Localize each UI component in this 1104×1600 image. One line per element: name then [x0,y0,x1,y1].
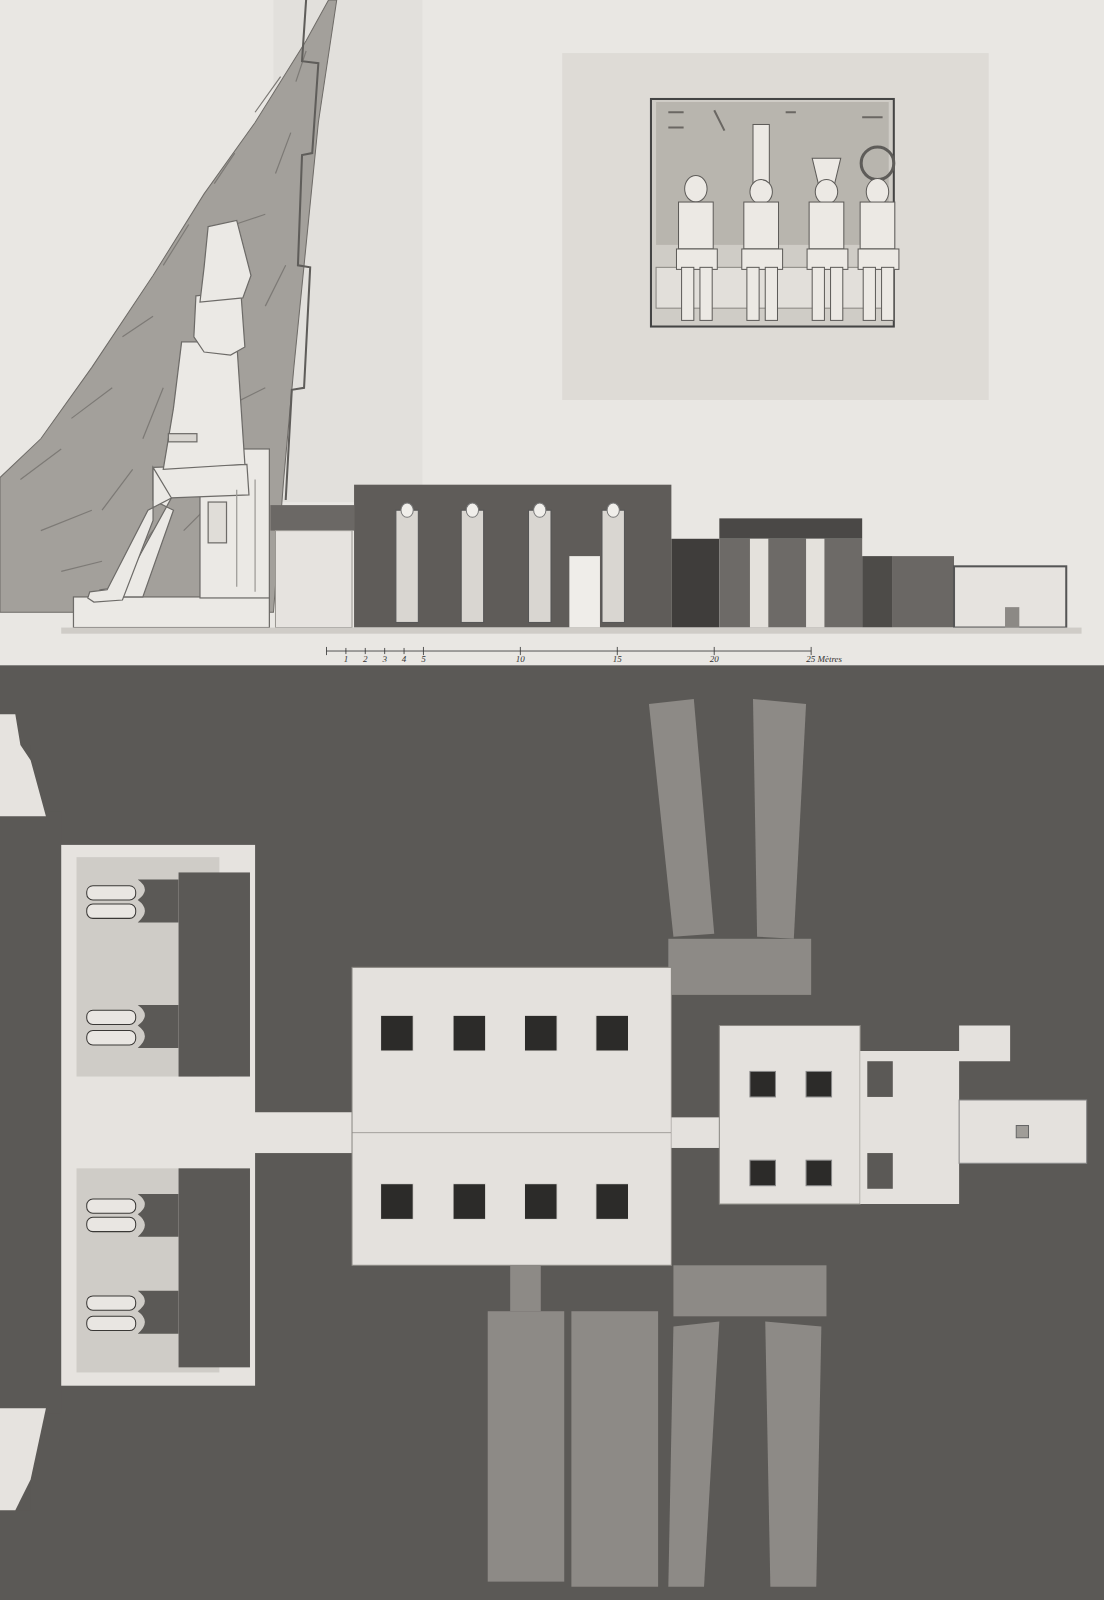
seated-colossus [73,220,269,627]
scale-bar [327,647,812,655]
scale-label: 1 [344,654,349,664]
sanctuary-relief-inset [562,53,988,400]
ground-plan [0,665,1104,1600]
scale-label: 4 [402,654,407,664]
scale-label: 2 [363,654,368,664]
scale-label: 5 [421,654,426,664]
scale-label: 15 [613,654,622,664]
scale-label: 20 [710,654,719,664]
scale-label: 25 Mètres [806,654,842,664]
scale-label: 10 [516,654,525,664]
longitudinal-section [61,485,1081,634]
scale-label: 3 [382,654,387,664]
